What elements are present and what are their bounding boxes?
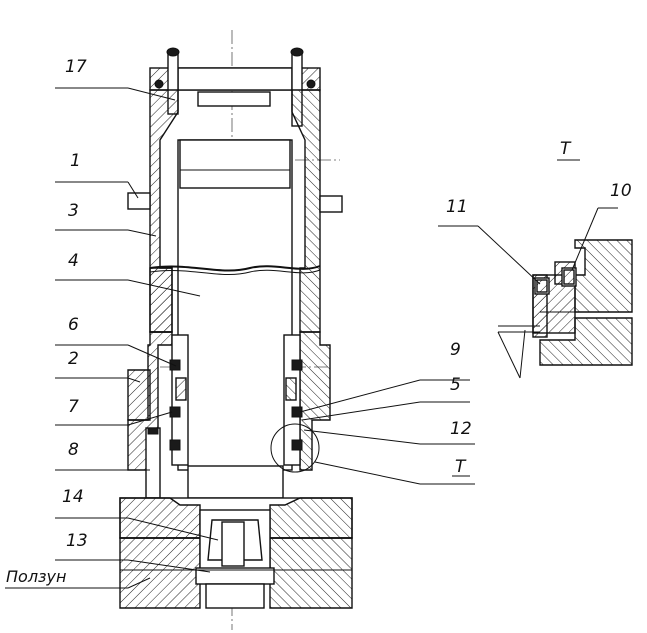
callout-12: 12	[450, 419, 472, 439]
callout-17: 17	[65, 57, 87, 77]
top-cover	[149, 47, 321, 127]
callout-labels: 17 1 3 4 6 2 7 8 14 13 Ползун 9 5 12 Т 1…	[6, 57, 632, 586]
detail-view	[438, 159, 633, 379]
callout-1: 1	[70, 151, 81, 171]
callout-10: 10	[610, 181, 632, 201]
callout-3: 3	[68, 201, 79, 221]
screw-8	[145, 427, 161, 499]
leader-lines-right	[299, 379, 475, 485]
seal-stack	[169, 334, 303, 466]
callout-5: 5	[450, 375, 461, 395]
callout-9: 9	[450, 340, 461, 360]
callout-8: 8	[68, 440, 79, 460]
callout-4: 4	[68, 251, 79, 271]
detail-view-title: Т	[560, 139, 572, 159]
callout-6: 6	[68, 315, 79, 335]
callout-14: 14	[62, 487, 84, 507]
callout-T: Т	[455, 457, 467, 477]
callout-11: 11	[446, 197, 468, 217]
leader-lines-left	[5, 87, 219, 589]
callout-7: 7	[68, 397, 79, 417]
slider-base	[119, 497, 353, 609]
callout-slider: Ползун	[6, 567, 66, 586]
detail-circle	[270, 423, 320, 473]
callout-13: 13	[66, 531, 88, 551]
callout-2: 2	[68, 349, 79, 369]
